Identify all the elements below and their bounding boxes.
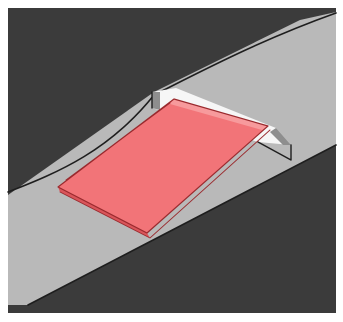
trench-shadow-left [152, 92, 160, 110]
